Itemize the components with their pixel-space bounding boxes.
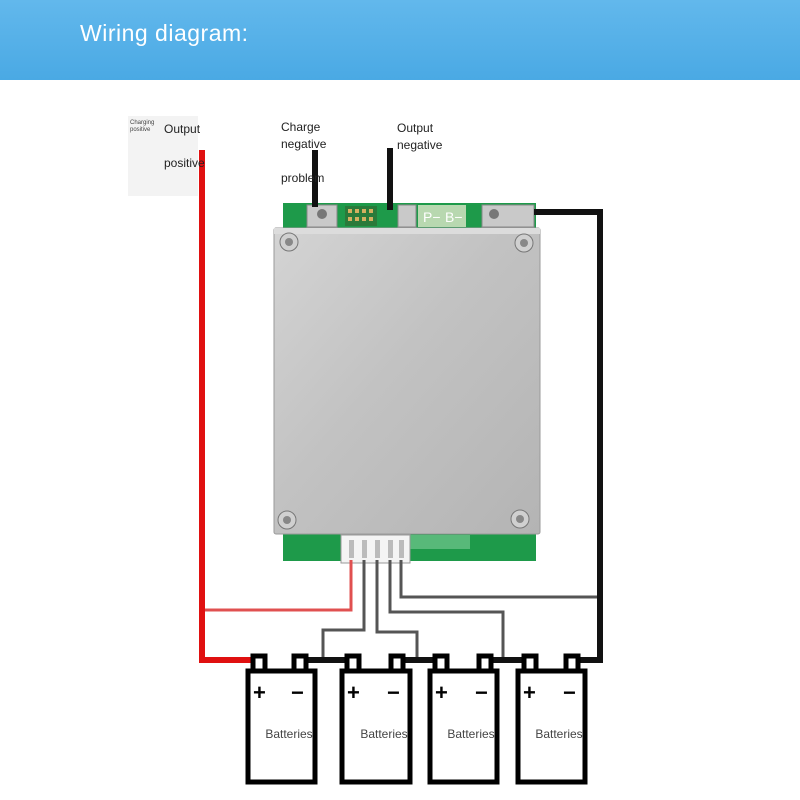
- pad-p-label: P−: [423, 209, 441, 225]
- aluminum-heatsink: [273, 227, 541, 535]
- battery-4-label: Batteries: [535, 727, 583, 741]
- battery-1-plus: +: [253, 680, 266, 705]
- output-positive-label-line2: positive: [164, 156, 205, 170]
- battery-1-minus: −: [291, 680, 304, 705]
- page-title: Wiring diagram:: [80, 20, 249, 46]
- balance-wires: [204, 560, 598, 658]
- pcb-top-header-pins: [345, 206, 377, 226]
- charge-negative-label-line2: negative: [281, 137, 327, 151]
- battery-4-plus: +: [523, 680, 536, 705]
- output-negative-pad: [397, 204, 417, 228]
- balance-wire-b-positive: [204, 560, 353, 612]
- balance-connector-pins: [349, 540, 404, 558]
- battery-2-plus: +: [347, 680, 360, 705]
- battery-2-minus: −: [387, 680, 400, 705]
- balance-wire-b-negative: [399, 560, 598, 599]
- battery-3-label: Batteries: [447, 727, 495, 741]
- battery-3-minus: −: [475, 680, 488, 705]
- output-negative-label-line2: negative: [397, 138, 443, 152]
- balance-wire-b2: [375, 560, 419, 658]
- battery-1: [245, 653, 318, 785]
- charge-negative-label-line1: Charge: [281, 120, 321, 134]
- balance-wire-b1: [321, 560, 366, 658]
- battery-2: [339, 653, 413, 785]
- charge-negative-screw: [317, 209, 327, 219]
- battery-2-label: Batteries: [360, 727, 408, 741]
- charge-negative-label-line3: problem: [281, 171, 325, 185]
- balance-wire-b3: [388, 560, 505, 658]
- heatsink-top-edge: [274, 228, 540, 234]
- label-background: [128, 116, 198, 196]
- output-negative-label-line1: Output: [397, 121, 434, 135]
- battery-4: [515, 653, 588, 785]
- mounting-screws: [277, 232, 534, 530]
- battery-negative-wire: [534, 209, 603, 663]
- battery-3-plus: +: [435, 680, 448, 705]
- battery-negative-screw: [489, 209, 499, 219]
- header-banner: Wiring diagram:: [0, 0, 800, 80]
- pad-b-label: B−: [445, 209, 463, 225]
- charging-positive-label: Charging positive: [130, 120, 155, 133]
- pad-silkscreen-area: [418, 205, 466, 227]
- battery-4-minus: −: [563, 680, 576, 705]
- battery-bank: [245, 653, 588, 785]
- battery-1-label: Batteries: [265, 727, 313, 741]
- output-positive-label-line1: Output: [164, 122, 201, 136]
- battery-3: [427, 653, 500, 785]
- output-positive-wire: [199, 150, 262, 663]
- pcb-bottom-detail: [410, 535, 470, 549]
